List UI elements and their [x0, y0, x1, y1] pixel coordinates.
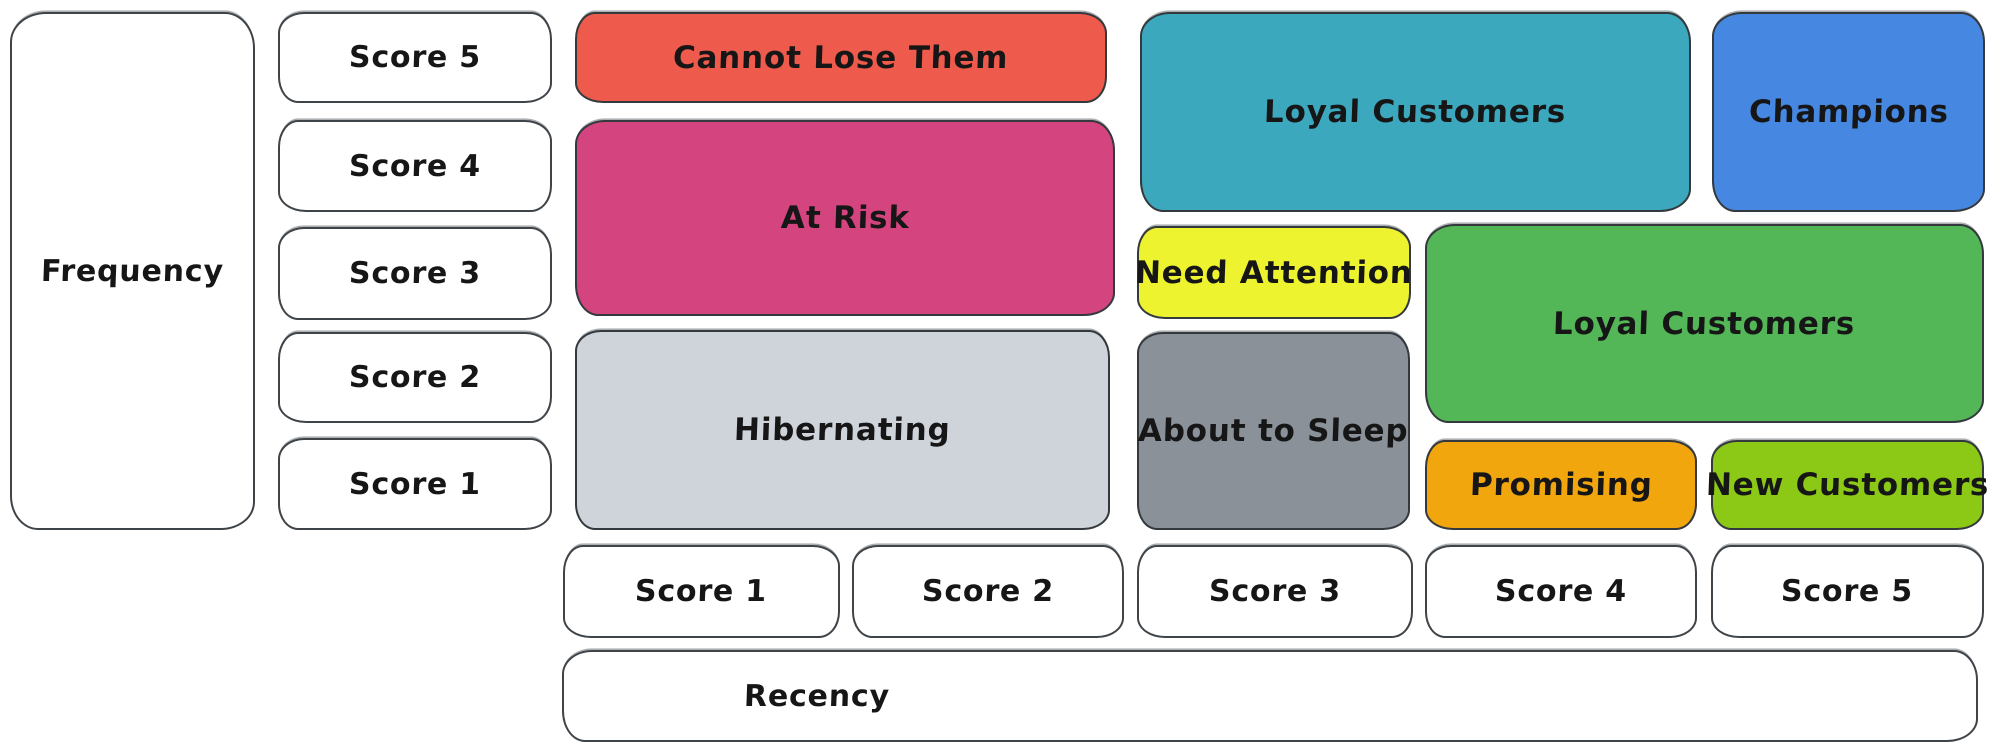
frequency-axis-box: Frequency	[10, 12, 255, 530]
segment-about-to-sleep: About to Sleep	[1137, 332, 1410, 530]
segment-promising-label: Promising	[1468, 467, 1654, 503]
segment-new-customers: New Customers	[1705, 440, 1990, 530]
segment-loyal-customers-mid-label: Loyal Customers	[1552, 305, 1857, 342]
segment-at-risk: At Risk	[575, 120, 1115, 316]
frequency-score-1-box: Score 1	[278, 438, 552, 530]
segment-at-risk-label: At Risk	[779, 200, 911, 236]
recency-score-5-box: Score 5	[1711, 545, 1984, 638]
segment-hibernating-label: Hibernating	[733, 412, 952, 448]
recency-axis-label: Recency	[743, 678, 891, 714]
recency-score-5-label: Score 5	[1780, 574, 1915, 609]
segment-cannot-lose-them-label: Cannot Lose Them	[672, 39, 1010, 76]
recency-score-3-label: Score 3	[1208, 574, 1342, 609]
segment-champions: Champions	[1712, 12, 1985, 212]
recency-score-3-box: Score 3	[1137, 545, 1413, 638]
segment-new-customers-label: New Customers	[1705, 467, 1990, 503]
frequency-score-1-label: Score 1	[348, 466, 482, 502]
recency-score-1-box: Score 1	[563, 545, 840, 638]
frequency-score-5-box: Score 5	[278, 12, 552, 103]
recency-score-1-label: Score 1	[634, 574, 769, 609]
segment-cannot-lose-them: Cannot Lose Them	[575, 12, 1107, 103]
segment-about-to-sleep-label: About to Sleep	[1137, 413, 1410, 449]
frequency-score-4-box: Score 4	[278, 120, 552, 212]
frequency-score-3-label: Score 3	[348, 256, 482, 291]
recency-score-2-box: Score 2	[852, 545, 1124, 638]
segment-champions-label: Champions	[1747, 94, 1950, 130]
segment-hibernating: Hibernating	[575, 330, 1110, 530]
segment-need-attention-label: Need Attention	[1134, 254, 1414, 291]
frequency-axis-label: Frequency	[40, 253, 225, 289]
segment-loyal-customers-mid: Loyal Customers	[1425, 224, 1984, 423]
frequency-score-4-label: Score 4	[348, 148, 482, 184]
recency-score-4-box: Score 4	[1425, 545, 1697, 638]
segment-loyal-customers-top-label: Loyal Customers	[1263, 94, 1568, 130]
recency-score-2-label: Score 2	[921, 574, 1055, 609]
frequency-score-2-label: Score 2	[348, 360, 482, 395]
frequency-score-3-box: Score 3	[278, 227, 552, 320]
segment-need-attention: Need Attention	[1134, 226, 1414, 319]
frequency-score-5-label: Score 5	[348, 40, 482, 75]
recency-axis-box: Recency	[562, 650, 1978, 742]
segment-promising: Promising	[1425, 440, 1697, 530]
recency-score-4-label: Score 4	[1494, 574, 1628, 609]
segment-loyal-customers-top: Loyal Customers	[1140, 12, 1691, 212]
frequency-score-2-box: Score 2	[278, 332, 552, 423]
